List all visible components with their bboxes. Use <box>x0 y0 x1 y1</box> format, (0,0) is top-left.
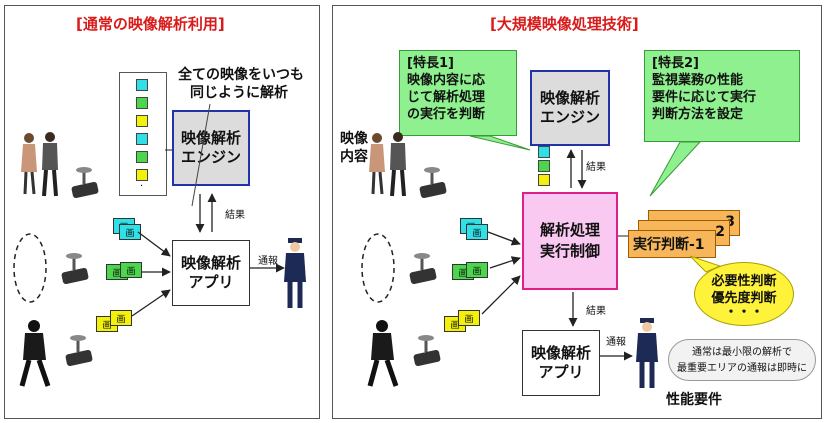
camera-icon <box>71 167 99 199</box>
couple-icon <box>369 132 406 196</box>
left-caption-pointer <box>192 104 210 206</box>
suspect-icon <box>22 320 48 386</box>
camera-icon <box>409 253 437 285</box>
right-arrow-cam1 <box>488 232 520 244</box>
suspect-icon <box>370 320 396 386</box>
police-officer-icon <box>284 238 306 308</box>
right-crowd-ellipse <box>362 234 394 302</box>
camera-icon <box>413 335 441 367</box>
camera-icon <box>65 335 93 367</box>
camera-icon <box>419 167 447 199</box>
feature2-pointer <box>650 142 700 196</box>
bubble-pointer <box>690 256 720 272</box>
left-arrow-cam3 <box>132 290 170 316</box>
left-crowd-ellipse <box>14 234 46 302</box>
camera-icon <box>61 253 89 285</box>
left-arrow-cam1 <box>138 232 170 256</box>
right-arrow-cam3 <box>482 276 520 314</box>
police-officer-icon <box>636 318 658 388</box>
couple-icon <box>21 132 58 196</box>
right-arrow-cam2 <box>490 258 520 268</box>
feature1-pointer <box>470 136 530 150</box>
